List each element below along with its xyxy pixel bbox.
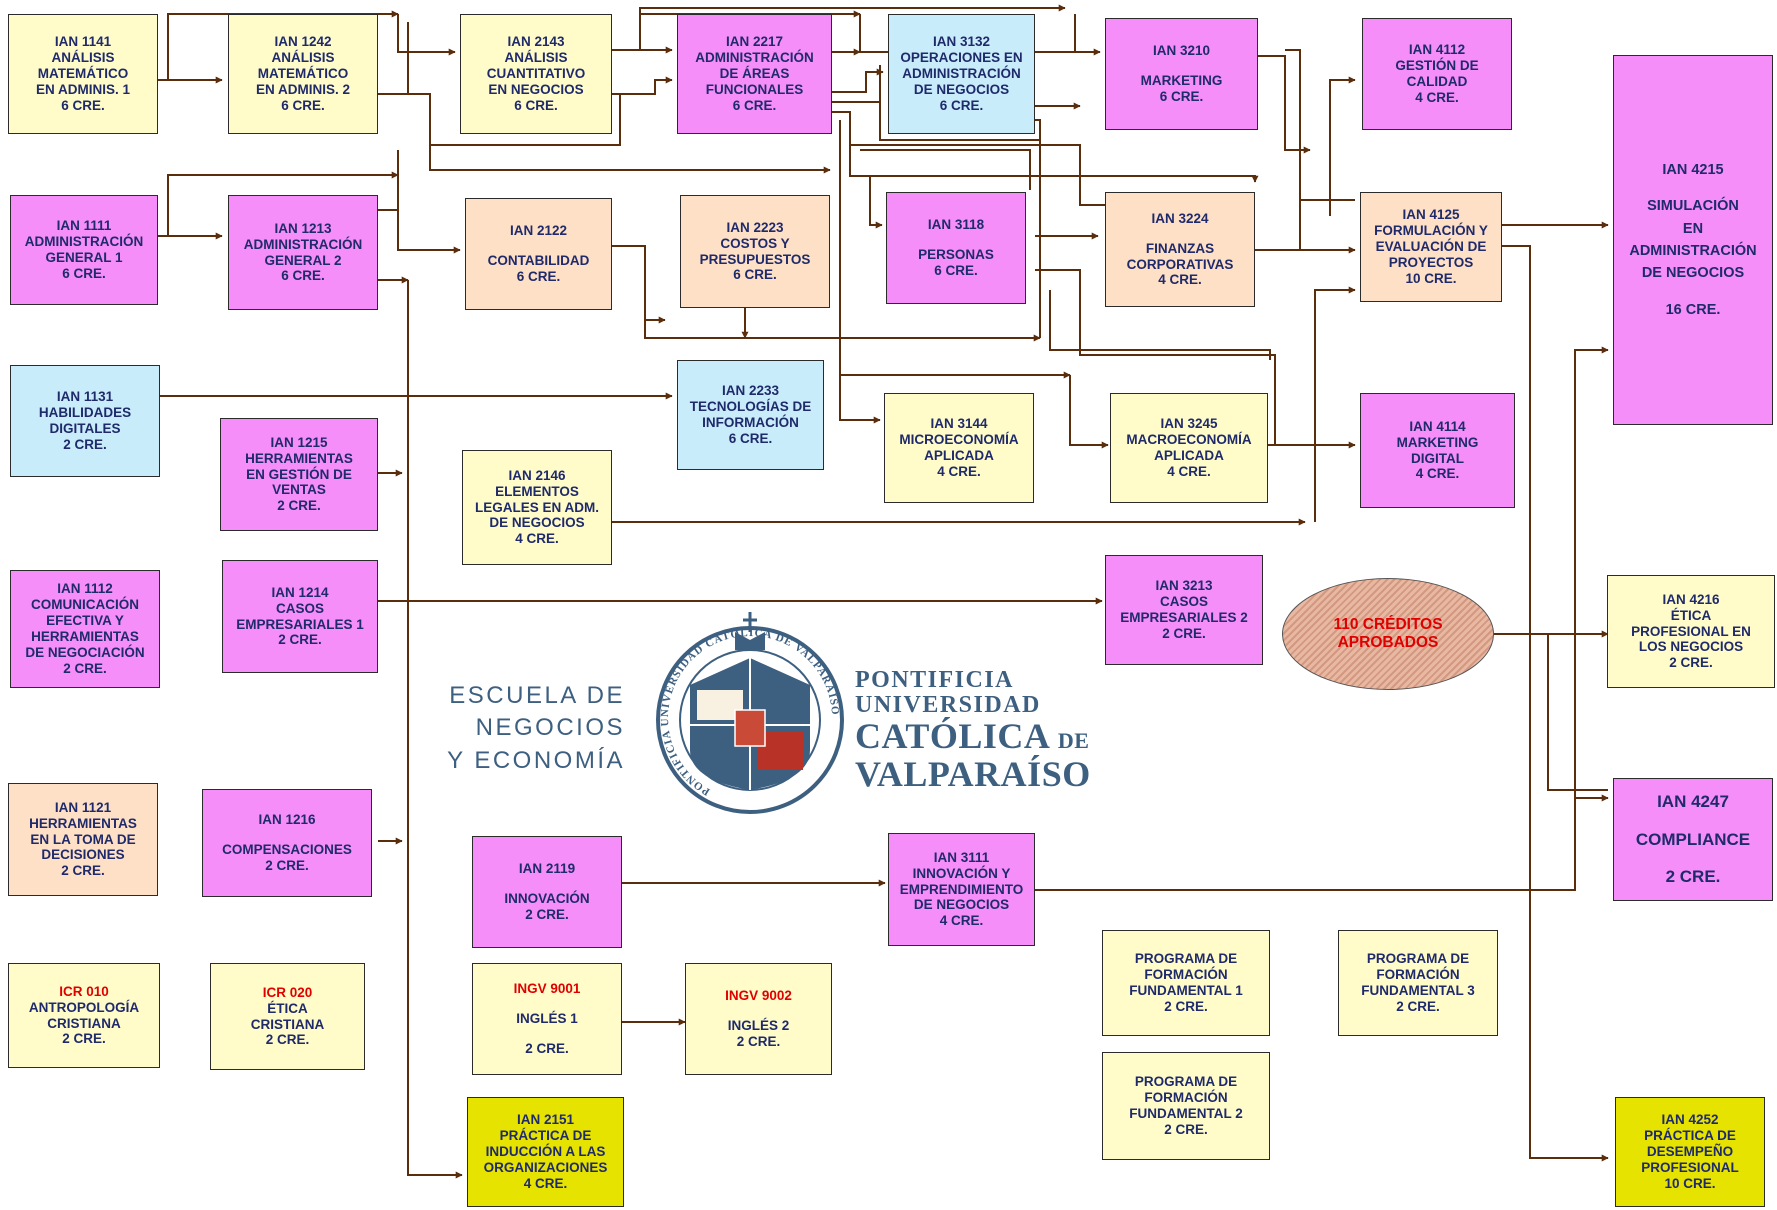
university-name: PONTIFICIA UNIVERSIDAD CATÓLICA DE VALPA… — [855, 667, 1091, 795]
university-seal-icon: PONTIFICIA UNIVERSIDAD CATÓLICA DE VALPA… — [656, 612, 844, 814]
